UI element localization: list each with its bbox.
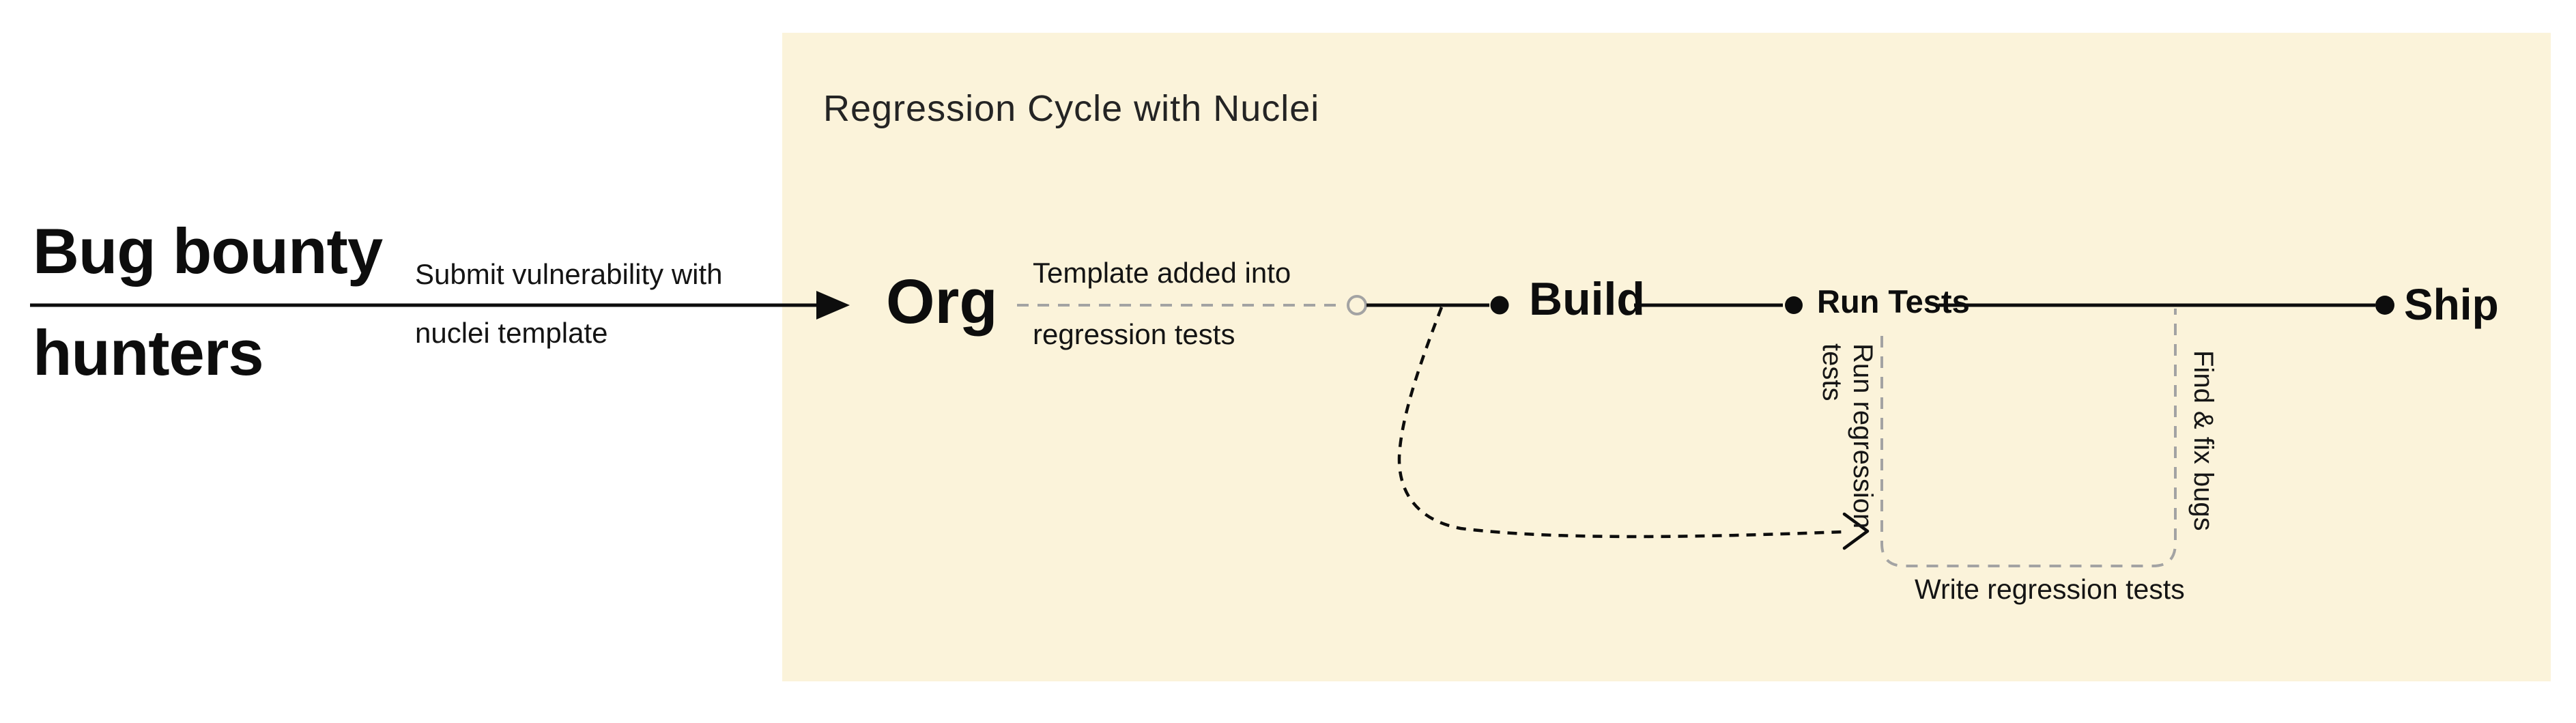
hunters-to-org-arrowhead-icon bbox=[816, 291, 850, 320]
run-regression-tests-vertical-label: Run regression tests bbox=[1816, 343, 1878, 528]
submit-arrow-label-line2: nuclei template bbox=[415, 317, 608, 349]
run-regression-line2: tests bbox=[1817, 343, 1847, 401]
actor-label-line2: hunters bbox=[33, 317, 264, 388]
edge-open-circle-icon bbox=[1347, 295, 1367, 315]
node-ship: Ship bbox=[2404, 280, 2499, 329]
ship-node-dot-icon bbox=[2375, 296, 2394, 315]
node-run-tests: Run Tests bbox=[1817, 283, 1970, 320]
template-edge-label-line2: regression tests bbox=[1033, 318, 1235, 350]
actor-label-line1: Bug bounty bbox=[33, 215, 383, 287]
node-org: Org bbox=[886, 267, 998, 337]
build-node-dot-icon bbox=[1490, 296, 1509, 315]
build-loopback-dashed-curve bbox=[1397, 307, 1844, 539]
template-edge-label-line1: Template added into bbox=[1033, 257, 1291, 289]
write-tests-dashed-bracket bbox=[1880, 309, 2177, 567]
node-build: Build bbox=[1529, 273, 1645, 325]
regression-cycle-panel bbox=[782, 33, 2551, 681]
run-tests-node-dot-icon bbox=[1785, 296, 1803, 314]
panel-title: Regression Cycle with Nuclei bbox=[823, 88, 1320, 129]
find-fix-bugs-vertical-label: Find & fix bugs bbox=[2188, 350, 2218, 531]
run-regression-line1: Run regression bbox=[1848, 343, 1878, 529]
loopback-arrowhead-icon bbox=[1842, 512, 1870, 550]
write-regression-tests-label: Write regression tests bbox=[1915, 573, 2185, 605]
submit-arrow-label-line1: Submit vulnerability with bbox=[415, 258, 723, 290]
